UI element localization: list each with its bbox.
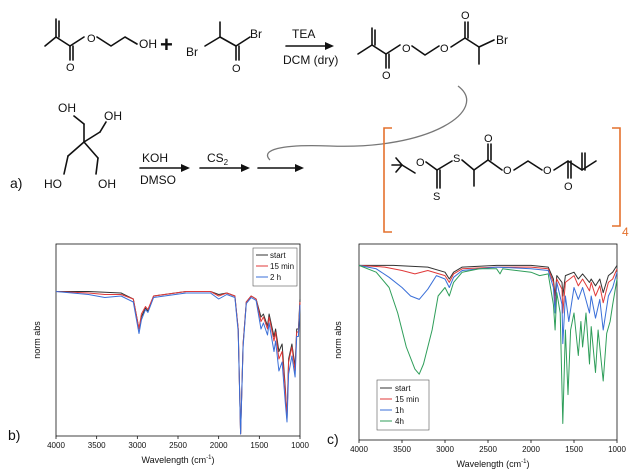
series-group: [55, 291, 301, 435]
hema-molecule: O O OH: [44, 18, 157, 74]
y-axis-label: norm abs: [333, 321, 343, 359]
panel-b-label: b): [8, 427, 20, 443]
legend-entry-4h: 4h: [395, 417, 404, 426]
reaction-arrow-1: TEA DCM (dry): [283, 27, 338, 67]
legend-entry-start: start: [270, 251, 286, 260]
x-tick-label: 3500: [393, 445, 411, 454]
series-line-15-min: [358, 264, 618, 314]
x-axis-label: Wavelength (cm-1): [456, 459, 529, 469]
x-tick-label: 3000: [128, 441, 146, 450]
atom-ho: HO: [44, 177, 62, 191]
repeat-count: 4: [622, 225, 629, 239]
atom-o: O: [382, 70, 391, 82]
reagent-dcm: DCM (dry): [283, 53, 338, 67]
connector-curve: [266, 85, 468, 161]
atom-oh: OH: [98, 177, 116, 191]
pentaerythritol-molecule: OH OH HO OH: [44, 101, 122, 191]
reagent-koh: KOH: [142, 151, 168, 165]
x-tick-label: 4000: [47, 441, 65, 450]
series-line-start: [56, 291, 301, 435]
y-axis-label: norm abs: [32, 321, 42, 359]
atom-o: O: [461, 10, 470, 22]
x-tick-label: 1500: [250, 441, 268, 450]
reaction-scheme: O O OH + Br O Br TEA DCM (dry) O O O O: [10, 10, 629, 239]
atom-o: O: [87, 33, 96, 45]
x-tick-label: 4000: [350, 445, 368, 454]
x-tick-label: 1000: [608, 445, 626, 454]
x-tick-label: 1500: [565, 445, 583, 454]
atom-s: S: [453, 153, 460, 165]
atom-o: O: [440, 43, 449, 55]
legend: start 15 min 1h 4h: [376, 379, 430, 431]
x-axis-label: Wavelength (cm-1): [141, 455, 214, 465]
atom-oh: OH: [104, 109, 122, 123]
atom-o: O: [232, 63, 241, 75]
x-axis-ticks: 4000 3500 3000 2500 2000 1500 1000: [350, 440, 626, 454]
reagent-dmso: DMSO: [140, 173, 176, 187]
plus-sign: +: [160, 32, 173, 57]
atom-br: Br: [250, 27, 262, 41]
atom-o: O: [402, 43, 411, 55]
series-line-4h: [358, 264, 618, 424]
series-line-15-min: [55, 291, 301, 435]
ftir-chart-c: c) norm abs Wavelength (cm-1) 4000 3500 30…: [327, 243, 626, 469]
ftir-chart-b: b) norm abs Wavelength (cm-1) 4000 3500 30…: [8, 243, 309, 465]
x-tick-label: 2500: [479, 445, 497, 454]
legend-entry-15min: 15 min: [395, 395, 419, 404]
legend-entry-15min: 15 min: [270, 262, 294, 271]
atom-o: O: [66, 62, 75, 74]
atom-o: O: [416, 157, 425, 169]
panel-a-label: a): [10, 175, 22, 191]
x-tick-label: 1000: [291, 441, 309, 450]
series-group: [358, 264, 618, 424]
x-axis-ticks: 4000 3500 3000 2500 2000 1500 1000: [47, 436, 309, 450]
legend: start 15 min 2 h: [252, 247, 298, 287]
atom-oh: OH: [58, 101, 76, 115]
x-tick-label: 3500: [88, 441, 106, 450]
atom-oh: OH: [139, 37, 157, 51]
legend-entry-2h: 2 h: [270, 273, 281, 282]
reagent-cs2: CS2: [207, 151, 229, 167]
series-line-1h: [358, 264, 618, 345]
atom-o: O: [543, 165, 552, 177]
x-tick-label: 2000: [522, 445, 540, 454]
bromopropionyl-bromide-molecule: Br O Br: [186, 21, 262, 75]
reagent-tea: TEA: [292, 27, 315, 41]
series-line-2-h: [55, 291, 301, 435]
product-bromoester-molecule: O O O O Br: [357, 10, 508, 82]
atom-br: Br: [186, 45, 198, 59]
raft-product-molecule: 4 O S S O O O O: [383, 127, 629, 239]
atom-o: O: [503, 165, 512, 177]
reaction-arrow-2: KOH DMSO CS2: [139, 151, 304, 187]
x-tick-label: 2500: [169, 441, 187, 450]
series-line-start: [359, 264, 618, 297]
atom-br: Br: [496, 33, 508, 47]
x-tick-label: 3000: [436, 445, 454, 454]
x-tick-label: 2000: [210, 441, 228, 450]
atom-s: S: [433, 191, 440, 203]
legend-entry-1h: 1h: [395, 406, 404, 415]
atom-o: O: [484, 133, 493, 145]
legend-entry-start: start: [395, 384, 411, 393]
panel-c-label: c): [327, 431, 339, 447]
atom-o: O: [564, 181, 573, 193]
